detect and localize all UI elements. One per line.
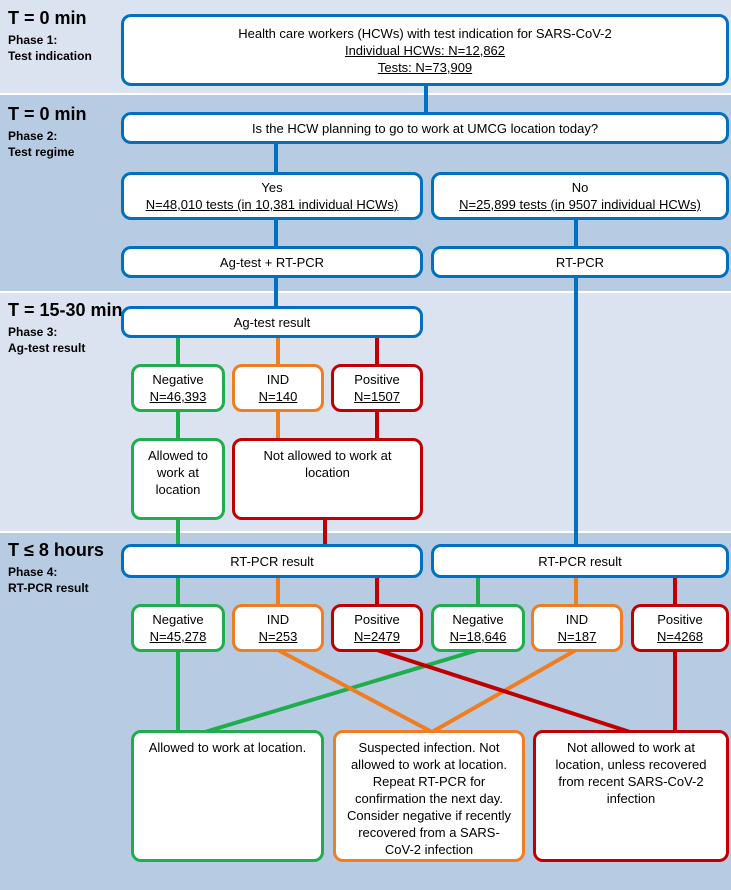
tests-count: Tests: N=73,909	[377, 59, 473, 75]
allowed-work-text: Allowed to work at location	[148, 448, 208, 497]
final-suspected-text: Suspected infection. Not allowed to work…	[346, 740, 512, 857]
rt-left-positive-box: Positive N=2479	[331, 604, 423, 652]
not-allowed-work-text: Not allowed to work at location	[263, 448, 392, 480]
yes-label: Yes	[261, 180, 283, 195]
phase-4-number: Phase 4:	[8, 565, 58, 579]
final-allowed-text: Allowed to work at location.	[148, 740, 307, 755]
phase-2-number: Phase 2:	[8, 129, 58, 143]
ag-result-box: Ag-test result	[121, 306, 423, 338]
no-box: No N=25,899 tests (in 9507 individual HC…	[431, 172, 729, 220]
not-allowed-work-box: Not allowed to work at location	[232, 438, 423, 520]
hcw-indication-title: Health care workers (HCWs) with test ind…	[238, 25, 612, 41]
ag-ind-count: N=140	[258, 389, 298, 404]
rt-right-negative-box: Negative N=18,646	[431, 604, 525, 652]
phase-4-name: RT-PCR result	[8, 581, 89, 595]
ag-ind-box: IND N=140	[232, 364, 324, 412]
no-label: No	[571, 180, 589, 195]
phase-1-name: Test indication	[8, 49, 92, 63]
rt-right-positive-count: N=4268	[657, 629, 703, 644]
rt-left-negative-count: N=45,278	[149, 629, 207, 644]
phase-3-number: Phase 3:	[8, 325, 58, 339]
rtpcr-box: RT-PCR	[431, 246, 729, 278]
band-divider	[0, 531, 731, 533]
phase-3-name: Ag-test result	[8, 341, 86, 355]
allowed-work-box: Allowed to work at location	[131, 438, 225, 520]
rt-result-right-text: RT-PCR result	[538, 553, 622, 569]
phase-1-time: T = 0 min	[8, 8, 87, 28]
rt-right-positive-box: Positive N=4268	[631, 604, 729, 652]
rt-left-negative-box: Negative N=45,278	[131, 604, 225, 652]
phase-3-time: T = 15-30 min	[8, 300, 123, 320]
hcw-indication-box: Health care workers (HCWs) with test ind…	[121, 14, 729, 86]
rt-left-negative-label: Negative	[152, 612, 204, 627]
ag-ind-label: IND	[266, 372, 290, 387]
rt-right-ind-count: N=187	[557, 629, 597, 644]
phase-2-label: Phase 2: Test regime	[8, 128, 74, 160]
phase-3-label: Phase 3: Ag-test result	[8, 324, 85, 356]
final-not-allowed-text: Not allowed to work at location, unless …	[555, 740, 707, 806]
ag-positive-label: Positive	[354, 372, 400, 387]
rt-result-left-text: RT-PCR result	[230, 553, 314, 569]
phase-1-number: Phase 1:	[8, 33, 58, 47]
band-divider	[0, 291, 731, 293]
phase-1-label: Phase 1: Test indication	[8, 32, 92, 64]
ag-positive-count: N=1507	[354, 389, 400, 404]
phase-2-name: Test regime	[8, 145, 75, 159]
rt-result-right-box: RT-PCR result	[431, 544, 729, 578]
no-count: N=25,899 tests (in 9507 individual HCWs)	[459, 197, 701, 212]
connector-lpos-notallowed	[376, 648, 631, 734]
rt-right-ind-box: IND N=187	[531, 604, 623, 652]
rt-left-positive-count: N=2479	[354, 629, 400, 644]
ag-result-text: Ag-test result	[233, 314, 311, 330]
rt-left-positive-label: Positive	[354, 612, 400, 627]
yes-count: N=48,010 tests (in 10,381 individual HCW…	[145, 197, 399, 212]
ag-rtpcr-box: Ag-test + RT-PCR	[121, 246, 423, 278]
work-question-text: Is the HCW planning to go to work at UMC…	[251, 120, 599, 136]
ag-negative-count: N=46,393	[149, 389, 207, 404]
connector-lind-suspected	[277, 648, 433, 734]
yes-box: Yes N=48,010 tests (in 10,381 individual…	[121, 172, 423, 220]
final-suspected-box: Suspected infection. Not allowed to work…	[333, 730, 525, 862]
ag-negative-label: Negative	[152, 372, 204, 387]
ag-positive-box: Positive N=1507	[331, 364, 423, 412]
rt-right-negative-count: N=18,646	[449, 629, 507, 644]
phase-4-label: Phase 4: RT-PCR result	[8, 564, 89, 596]
individual-hcws-count: Individual HCWs: N=12,862	[344, 42, 506, 58]
band-divider	[0, 93, 731, 95]
work-question-box: Is the HCW planning to go to work at UMC…	[121, 112, 729, 144]
rt-right-ind-label: IND	[565, 612, 589, 627]
ag-negative-box: Negative N=46,393	[131, 364, 225, 412]
rt-right-positive-label: Positive	[657, 612, 703, 627]
rt-right-negative-label: Negative	[452, 612, 504, 627]
final-not-allowed-box: Not allowed to work at location, unless …	[533, 730, 729, 862]
ag-rtpcr-text: Ag-test + RT-PCR	[219, 254, 325, 270]
rt-result-left-box: RT-PCR result	[121, 544, 423, 578]
rt-left-ind-label: IND	[266, 612, 290, 627]
rt-left-ind-box: IND N=253	[232, 604, 324, 652]
phase-4-time: T ≤ 8 hours	[8, 540, 104, 560]
phase-2-time: T = 0 min	[8, 104, 87, 124]
rt-left-ind-count: N=253	[258, 629, 298, 644]
final-allowed-box: Allowed to work at location.	[131, 730, 324, 862]
rtpcr-text: RT-PCR	[555, 254, 605, 270]
connector-rneg-allowed	[204, 648, 479, 734]
